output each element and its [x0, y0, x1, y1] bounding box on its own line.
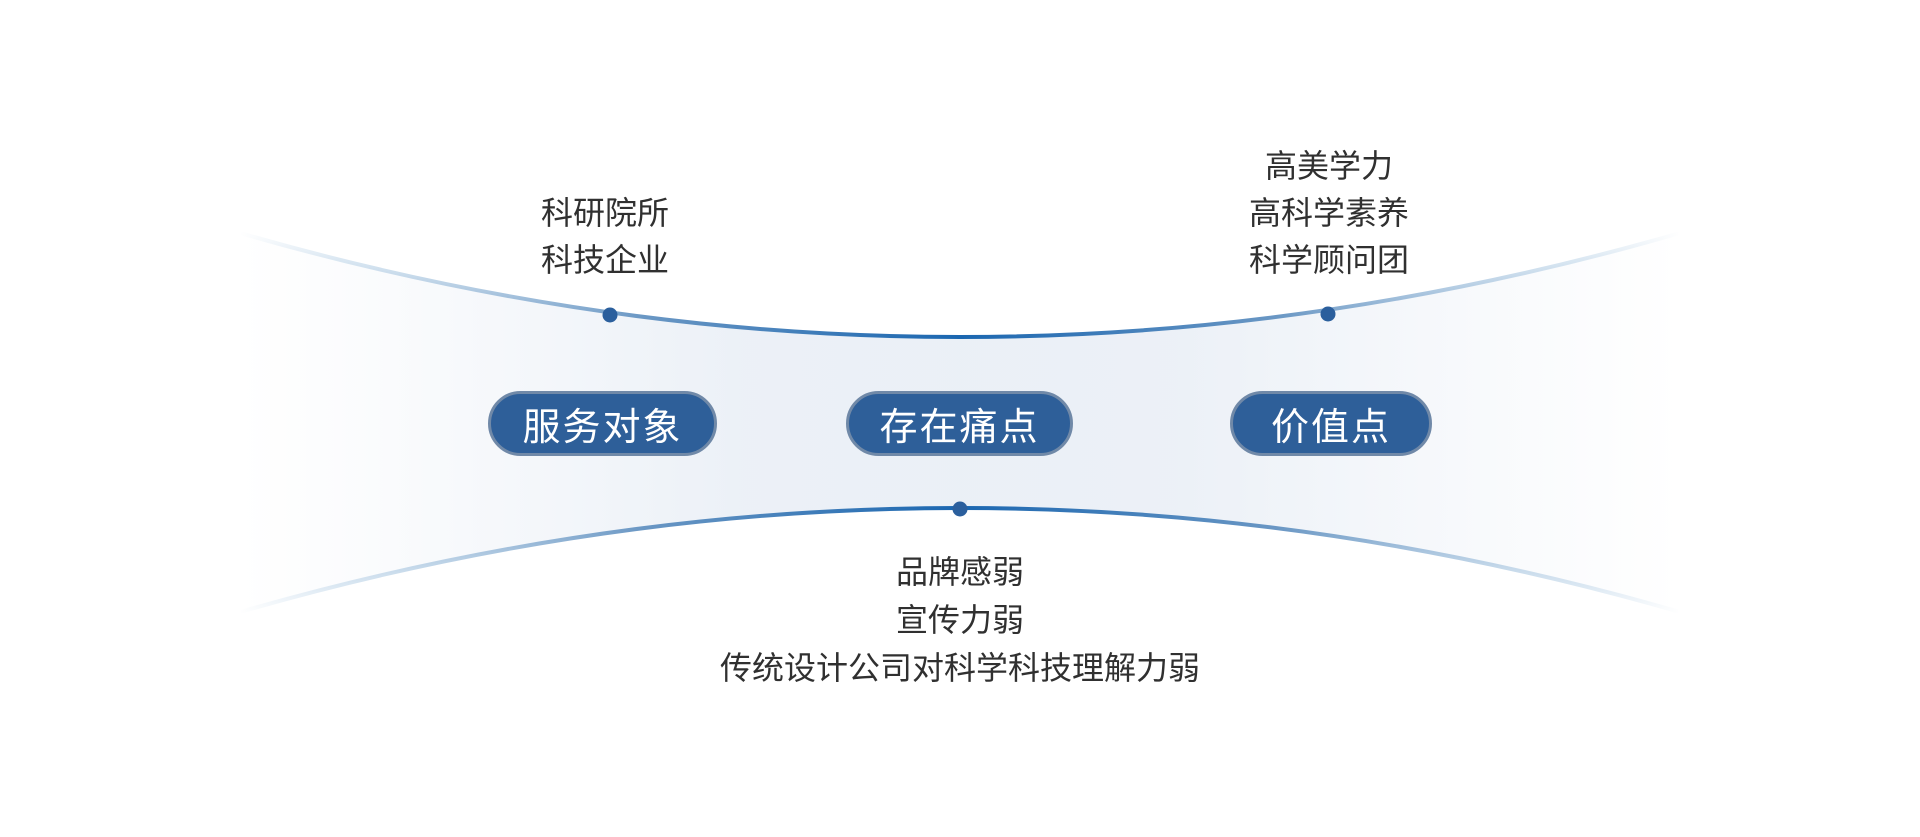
- annotation-line: 宣传力弱: [895, 602, 1024, 638]
- annotation-service-targets: 科研院所 科技企业: [455, 190, 755, 284]
- top-curve: [238, 231, 1682, 339]
- pill-pain-points: 存在痛点: [846, 391, 1073, 456]
- annotation-line: 传统设计公司对科学科技理解力弱: [719, 650, 1200, 686]
- annotation-line: 品牌感弱: [895, 554, 1024, 590]
- annotation-line: 科研院所: [540, 195, 669, 231]
- pill-service-targets: 服务对象: [488, 391, 717, 456]
- top-left-node-dot: [602, 307, 618, 323]
- annotation-line: 高科学素养: [1248, 195, 1409, 231]
- annotation-line: 高美学力: [1264, 148, 1393, 184]
- annotation-line: 科学顾问团: [1248, 242, 1409, 278]
- pill-value-points: 价值点: [1230, 391, 1432, 456]
- top-right-node-dot: [1320, 306, 1336, 322]
- annotation-pain-points: 品牌感弱 宣传力弱 传统设计公司对科学科技理解力弱: [610, 548, 1310, 692]
- annotation-value-points: 高美学力 高科学素养 科学顾问团: [1179, 143, 1479, 284]
- annotation-line: 科技企业: [540, 242, 669, 278]
- bottom-node-dot: [952, 501, 968, 517]
